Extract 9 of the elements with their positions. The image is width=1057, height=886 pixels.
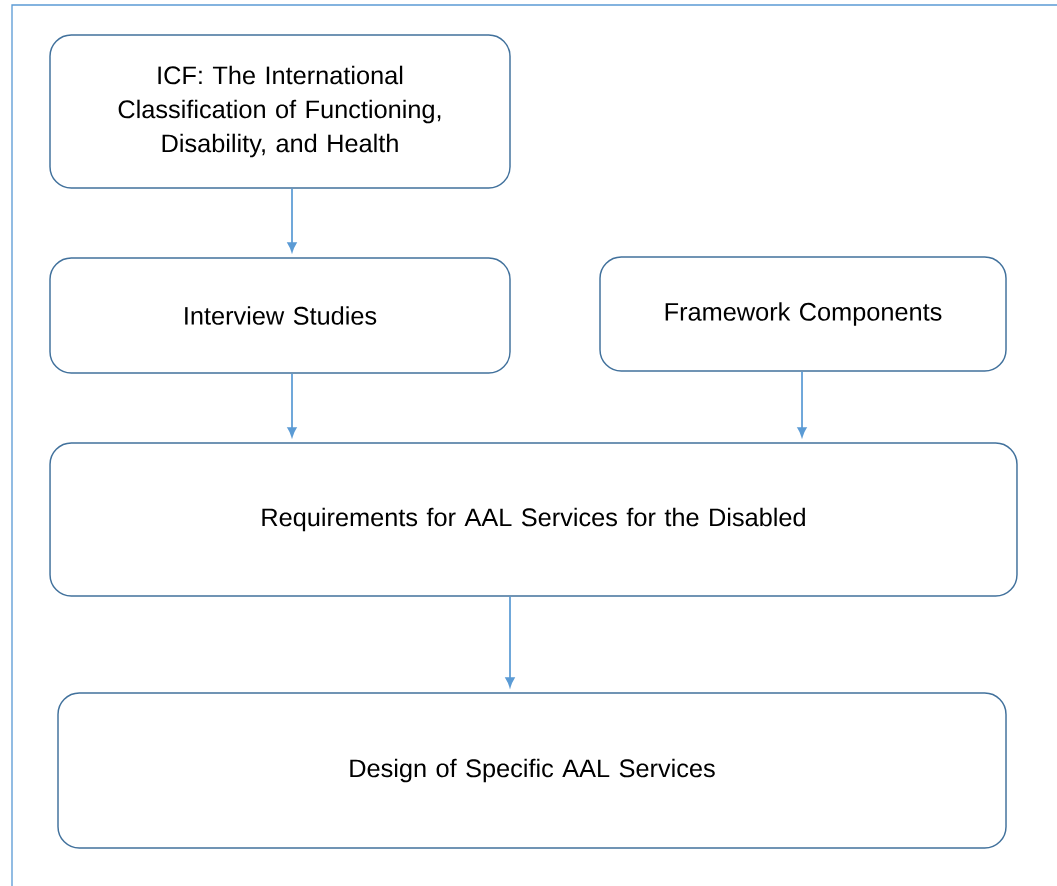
process-box: Framework Components xyxy=(599,256,1007,372)
process-box: Interview Studies xyxy=(49,257,511,374)
arrow xyxy=(505,595,515,688)
arrow xyxy=(797,370,807,438)
arrow xyxy=(287,187,297,253)
arrow xyxy=(287,372,297,438)
process-box: Design of Specific AAL Services xyxy=(57,692,1007,849)
process-box: Requirements for AAL Services for the Disabled xyxy=(49,442,1018,597)
process-box: ICF: The International Classification of Functioning, Disability, and Health xyxy=(49,34,511,189)
